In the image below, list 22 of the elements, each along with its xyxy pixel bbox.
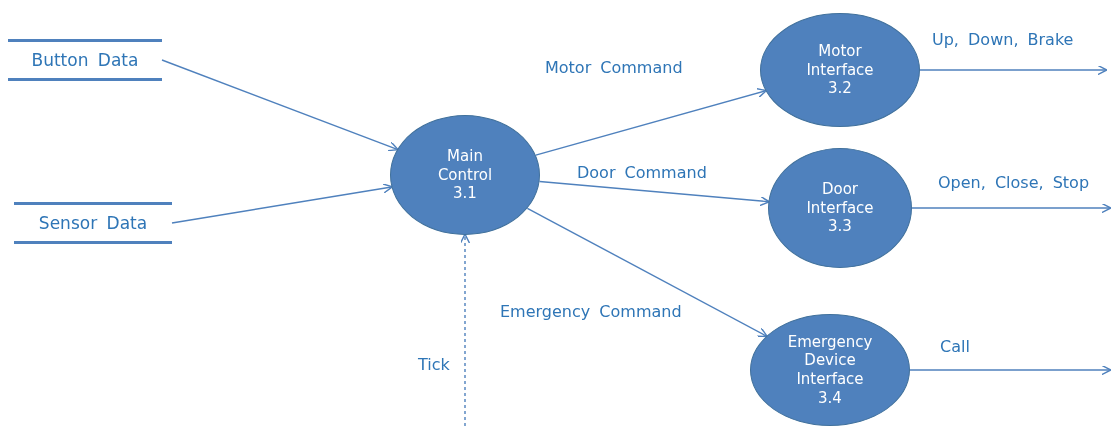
edge-label: Up, Down, Brake — [930, 30, 1076, 50]
edge-label: Open, Close, Stop — [936, 173, 1092, 193]
data-store — [14, 202, 172, 244]
data-store-label: Sensor Data — [38, 213, 148, 233]
arrow — [919, 64, 1108, 76]
process-number: 3.2 — [828, 79, 852, 99]
data-store-label: Button Data — [31, 50, 139, 70]
process-number: 3.1 — [453, 184, 477, 204]
arrow — [909, 364, 1112, 376]
process-number: 3.3 — [828, 217, 852, 237]
process-name: Emergency Device Interface — [786, 332, 874, 389]
arrow — [911, 202, 1112, 214]
edge-label: Emergency Command — [498, 302, 684, 322]
arrow — [459, 233, 471, 427]
process-name: Motor Interface — [805, 41, 875, 80]
data-store — [8, 39, 162, 81]
process-number: 3.4 — [818, 388, 842, 408]
arrow — [171, 183, 394, 224]
process-name: Main Control — [436, 146, 494, 185]
arrow — [161, 59, 399, 152]
arrow — [538, 180, 770, 207]
process-name: Door Interface — [805, 179, 875, 218]
